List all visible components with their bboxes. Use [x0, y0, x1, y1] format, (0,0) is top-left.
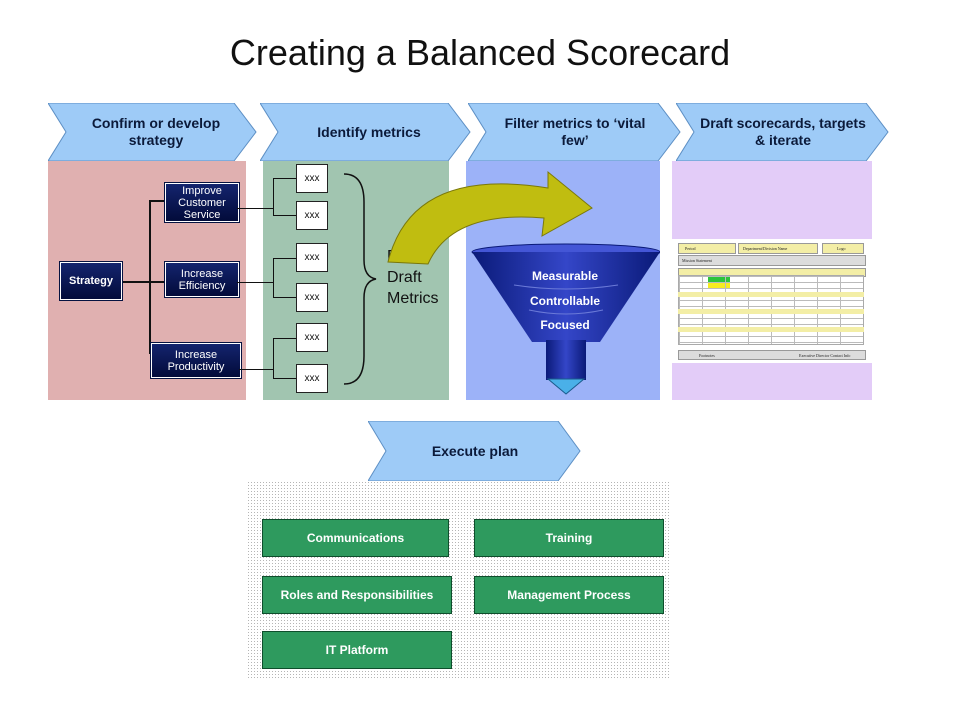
metric-box: xxx: [296, 283, 328, 312]
step-filter-metrics: Filter metrics to ‘vital few’: [468, 103, 682, 161]
sc-department: Department/Division Name: [738, 243, 818, 254]
caption-line: Draft: [387, 269, 422, 286]
step-label: Filter metrics to ‘vital few’: [504, 115, 646, 148]
connector: [149, 281, 165, 283]
scorecard-thumbnail: Period Department/Division Name Logo Mis…: [672, 239, 872, 363]
funnel-filter-measurable: Measurable: [531, 269, 599, 283]
connector: [120, 281, 150, 283]
connector: [273, 378, 296, 379]
strategy-branch-productivity: Increase Productivity: [151, 343, 241, 378]
sc-mission: Mission Statement: [678, 255, 866, 266]
metric-box: xxx: [296, 364, 328, 393]
chevron-shape: [368, 421, 581, 481]
step-label: Confirm or develop strategy: [91, 115, 221, 148]
metric-box: xxx: [296, 243, 328, 272]
step-identify-metrics: Identify metrics: [260, 103, 472, 161]
curved-arrow-icon: [387, 170, 593, 265]
sc-footer: Footnotes Executive Director Contact Inf…: [678, 350, 866, 360]
metric-box: xxx: [296, 323, 328, 352]
sc-category-row: [678, 292, 864, 297]
sc-period: Period: [678, 243, 736, 254]
it-platform-box: IT Platform: [262, 631, 452, 669]
strategy-box: Strategy: [60, 262, 122, 300]
funnel-graphic: [471, 243, 660, 395]
connector: [149, 200, 165, 202]
communications-box: Communications: [262, 519, 449, 557]
chevron-shape: [260, 103, 471, 161]
connector: [273, 338, 296, 339]
connector: [273, 258, 274, 298]
connector: [273, 178, 296, 179]
metric-box: xxx: [296, 201, 328, 230]
connector: [273, 338, 274, 379]
chevron-shape: [676, 103, 889, 161]
step-label: Execute plan: [431, 442, 519, 459]
roles-responsibilities-box: Roles and Responsibilities: [262, 576, 452, 614]
connector: [237, 208, 274, 209]
management-process-box: Management Process: [474, 576, 664, 614]
sc-category-row: [678, 309, 864, 314]
connector: [237, 282, 274, 283]
metric-box: xxx: [296, 164, 328, 193]
connector: [273, 297, 296, 298]
strategy-branch-customer-service: Improve Customer Service: [165, 183, 239, 222]
strategy-branch-efficiency: Increase Efficiency: [165, 262, 239, 297]
step-draft-scorecards: Draft scorecards, targets & iterate: [676, 103, 890, 161]
metrics-panel: [263, 161, 449, 400]
training-box: Training: [474, 519, 664, 557]
step-confirm-strategy: Confirm or develop strategy: [48, 103, 258, 161]
connector: [273, 215, 296, 216]
step-execute-plan: Execute plan: [368, 421, 582, 481]
step-label: Identify metrics: [317, 123, 421, 140]
page-title: Creating a Balanced Scorecard: [229, 32, 731, 73]
connector: [273, 178, 274, 216]
chevron-shape: [468, 103, 681, 161]
sc-category-row: [678, 327, 864, 332]
caption-line: Metrics: [387, 290, 439, 307]
connector: [239, 369, 274, 370]
curly-brace: [343, 173, 377, 385]
funnel-filter-controllable: Controllable: [529, 294, 600, 308]
connector: [273, 258, 296, 259]
sc-logo: Logo: [822, 243, 864, 254]
connector: [149, 200, 151, 353]
chevron-shape: [48, 103, 257, 161]
step-label: Draft scorecards, targets & iterate: [700, 115, 866, 148]
funnel-filter-focused: Focused: [540, 318, 590, 332]
